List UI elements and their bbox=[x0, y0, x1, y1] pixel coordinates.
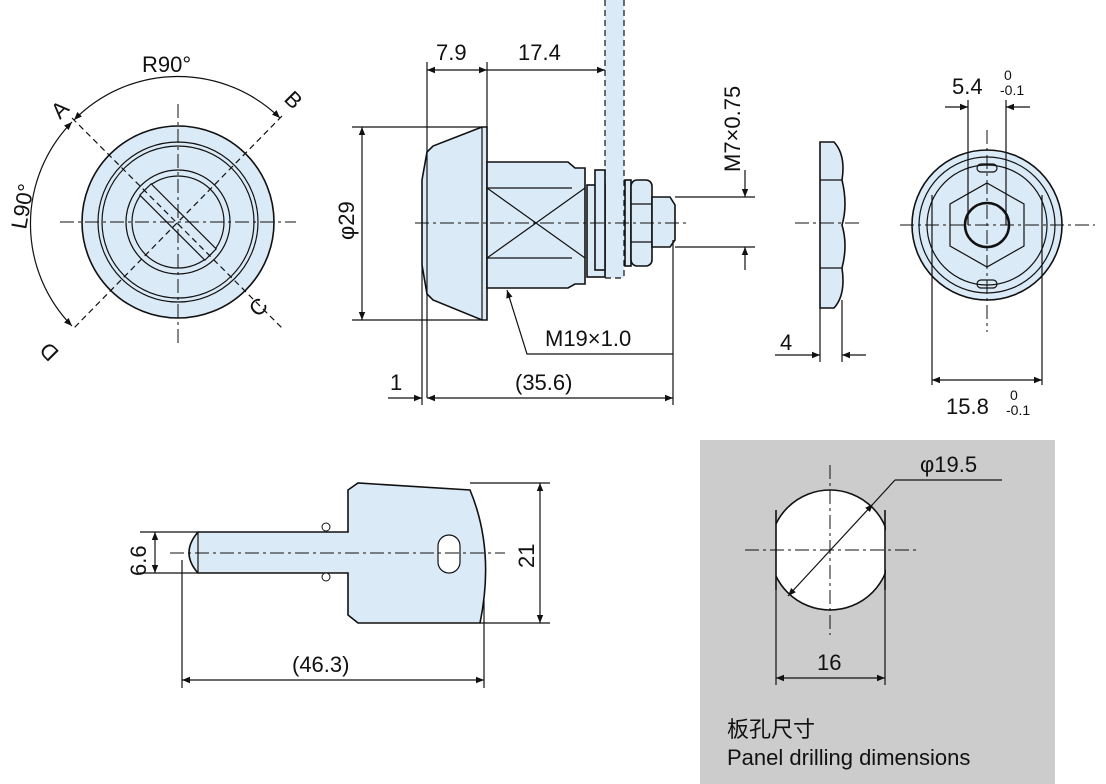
dim-diameter-label: φ29 bbox=[334, 201, 359, 240]
angle-left-label: L90° bbox=[6, 182, 39, 231]
rear-view: 5.4 0 -0.1 15.8 0 -0.1 bbox=[900, 67, 1095, 419]
dim-width-tol-upper: 0 bbox=[1010, 387, 1018, 403]
position-a-label: A bbox=[46, 95, 74, 123]
dim-hole-diameter-label: φ19.5 bbox=[920, 452, 977, 477]
dim-body-label: 17.4 bbox=[518, 40, 561, 65]
dim-thread-label: M19×1.0 bbox=[545, 326, 631, 351]
dim-nut-thickness-label: 4 bbox=[780, 330, 792, 355]
panel-drilling-box: φ19.5 16 板孔尺寸 Panel drilling dimensions bbox=[700, 440, 1055, 784]
position-b-label: B bbox=[279, 86, 307, 114]
dim-key-length-label: (46.3) bbox=[292, 652, 349, 677]
front-view: R90° L90° A B C D bbox=[6, 52, 307, 366]
dim-key-head-label: 21 bbox=[514, 544, 539, 568]
angle-right-label: R90° bbox=[142, 52, 191, 77]
panel-title-en: Panel drilling dimensions bbox=[727, 745, 970, 770]
dim-small-thread-label: M7×0.75 bbox=[720, 86, 745, 172]
dim-hole-width-label: 16 bbox=[817, 650, 841, 675]
dim-key-shaft-label: 6.6 bbox=[126, 545, 151, 576]
side-view: 7.9 17.4 φ29 M7×0.75 M19×1.0 1 (35.6) bbox=[334, 0, 755, 405]
dim-width-label: 15.8 bbox=[946, 394, 989, 419]
panel-title-jp: 板孔尺寸 bbox=[727, 717, 815, 742]
key-drawing: 6.6 21 (46.3) bbox=[126, 482, 550, 688]
dim-offset-label: 1 bbox=[390, 370, 402, 395]
nut-side-view: 4 bbox=[775, 141, 866, 362]
dim-slot-label: 5.4 bbox=[952, 74, 983, 99]
dim-length-label: (35.6) bbox=[515, 370, 572, 395]
position-c-label: C bbox=[244, 293, 273, 322]
position-d-label: D bbox=[35, 337, 64, 366]
dim-width-tol-lower: -0.1 bbox=[1006, 402, 1030, 418]
dim-slot-tol-upper: 0 bbox=[1004, 67, 1012, 83]
dim-flange-label: 7.9 bbox=[436, 40, 467, 65]
dim-slot-tol-lower: -0.1 bbox=[1000, 82, 1024, 98]
